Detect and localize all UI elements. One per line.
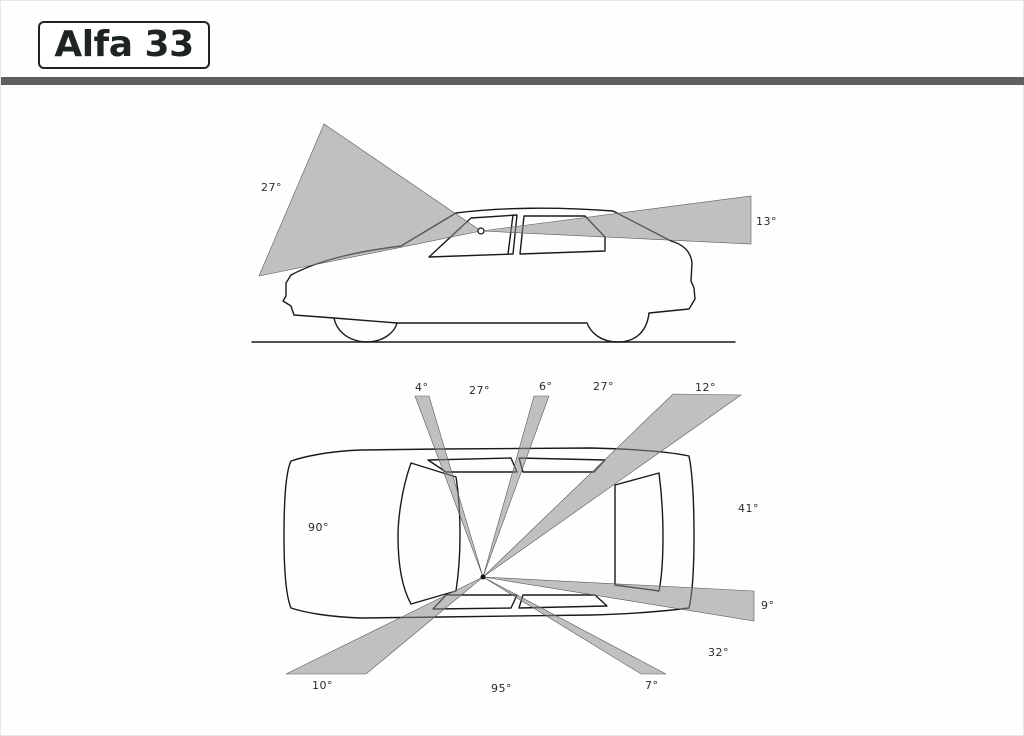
top-view-eye-point (480, 574, 486, 580)
top-view-angle-32: 32° (708, 646, 729, 659)
top-view-angle-4: 4° (415, 381, 429, 394)
top-view-cone-right-b-pillar (482, 576, 667, 675)
top-view-angle-27b: 27° (593, 380, 614, 393)
top-view-angle-7: 7° (645, 679, 659, 692)
top-view-windscreen (397, 462, 461, 605)
side-view-angle-rear: 13° (756, 215, 777, 228)
side-view-front-cone (258, 123, 482, 277)
top-view-cone-right-front (285, 576, 484, 675)
page-title: Alfa 33 (54, 24, 194, 65)
title-box: Alfa 33 (38, 21, 210, 69)
side-view-b-pillar (507, 214, 514, 255)
top-view-angle-9: 9° (761, 599, 775, 612)
top-view-angle-95: 95° (491, 682, 512, 695)
top-view-cone-left-b-pillar (482, 395, 550, 578)
top-view: 4° 27° 6° 27° 12° 90° 41° 9° 32° 10° 95°… (283, 380, 775, 695)
top-view-cone-left-a-pillar (414, 395, 484, 578)
top-view-rear-window (614, 472, 664, 592)
side-view-car-body (282, 207, 696, 343)
header-divider-bar (1, 77, 1024, 85)
side-view: 27° 13° (251, 123, 777, 343)
top-view-angle-90: 90° (308, 521, 329, 534)
top-view-angle-12: 12° (695, 381, 716, 394)
top-view-angle-6: 6° (539, 380, 553, 393)
top-view-cone-left-rear (482, 393, 742, 578)
side-view-rear-cone (480, 195, 752, 245)
top-view-angle-41: 41° (738, 502, 759, 515)
top-view-angle-27a: 27° (469, 384, 490, 397)
side-view-sill-line (333, 317, 398, 324)
top-view-cone-rear-right (482, 576, 755, 622)
side-view-eye-point (477, 227, 485, 235)
top-view-angle-10: 10° (312, 679, 333, 692)
top-view-left-rear-window (518, 457, 606, 473)
side-view-angle-front: 27° (261, 181, 282, 194)
